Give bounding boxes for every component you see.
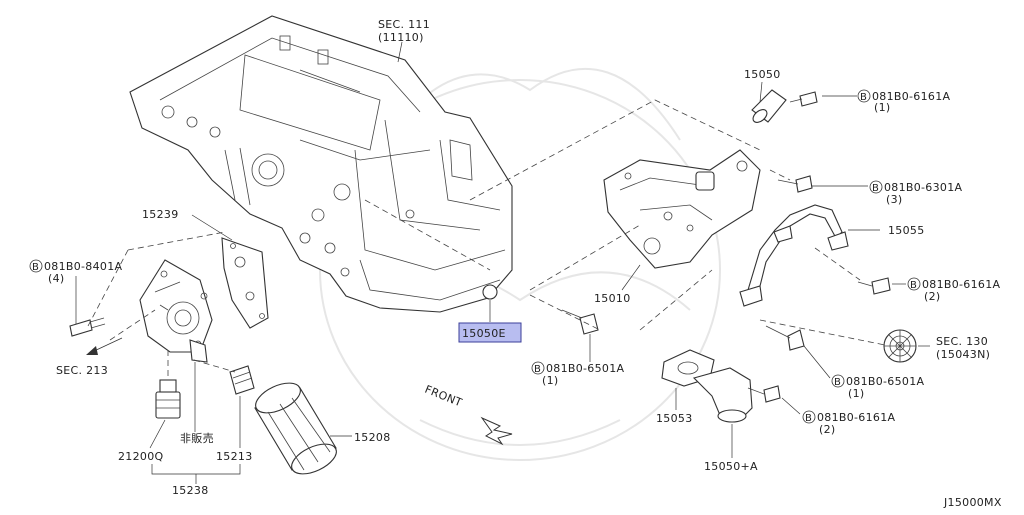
label-15239[interactable]: 15239 xyxy=(142,208,179,221)
svg-text:B: B xyxy=(910,280,917,291)
svg-text:B: B xyxy=(805,413,812,424)
label-15055[interactable]: 15055 xyxy=(888,224,925,237)
fitting-15050-illustration xyxy=(751,89,787,123)
label-21200q[interactable]: 21200Q xyxy=(118,450,163,463)
label-081b0-6301a-qty: (3) xyxy=(886,193,902,206)
label-15213[interactable]: 15213 xyxy=(216,450,253,463)
label-sec130-ref: (15043N) xyxy=(936,348,990,361)
label-15053[interactable]: 15053 xyxy=(656,412,693,425)
sec213-arrow xyxy=(86,337,123,355)
label-081b0-6501a-center-qty: (1) xyxy=(542,374,558,387)
front-label: FRONT xyxy=(423,383,464,410)
o-ring-15050e-illustration xyxy=(482,284,498,300)
strainer-15050a-illustration xyxy=(692,367,753,423)
label-sec111[interactable]: SEC. 111 xyxy=(378,18,430,31)
label-sec111-ref: (11110) xyxy=(378,31,424,44)
bolt-6161a-top-illustration xyxy=(789,91,818,107)
filter-bracket-illustration xyxy=(139,259,213,363)
engine-block-illustration xyxy=(129,15,513,313)
sensor-21200q-illustration xyxy=(155,379,181,419)
label-sec130[interactable]: SEC. 130 xyxy=(936,335,988,348)
label-081b0-8401a[interactable]: 081B0-8401A xyxy=(44,260,123,273)
svg-text:B: B xyxy=(872,183,879,194)
assembly-lines xyxy=(87,99,886,380)
label-081b0-6161a-top[interactable]: 081B0-6161A xyxy=(872,90,951,103)
gasket-15239-illustration xyxy=(221,237,269,329)
label-081b0-6501a-right[interactable]: 081B0-6501A xyxy=(846,375,925,388)
label-not-for-sale: 非販売 xyxy=(180,432,214,445)
bolt-6161a-bot-illustration xyxy=(747,385,781,403)
label-081b0-6301a[interactable]: 081B0-6301A xyxy=(884,181,963,194)
diagram-code: J15000MX xyxy=(943,496,1002,509)
label-081b0-6161a-mid-qty: (2) xyxy=(924,290,940,303)
sprocket-sec130-illustration xyxy=(883,329,917,363)
leader-lines xyxy=(75,41,930,484)
label-081b0-6501a-center[interactable]: 081B0-6501A xyxy=(546,362,625,375)
label-081b0-6161a-bot-qty: (2) xyxy=(819,423,835,436)
label-081b0-6501a-right-qty: (1) xyxy=(848,387,864,400)
oil-tube-15055-illustration xyxy=(739,204,849,307)
label-081b0-6161a-top-qty: (1) xyxy=(874,101,890,114)
label-15238[interactable]: 15238 xyxy=(172,484,209,497)
front-arrow-icon xyxy=(480,416,513,446)
label-15050e[interactable]: 15050E xyxy=(462,327,506,340)
bolt-symbols: B B B B B B B xyxy=(29,89,921,424)
bolt-6301a-illustration xyxy=(777,175,813,193)
bolt-8401a-illustration xyxy=(69,317,106,337)
bolt-6161a-mid-illustration xyxy=(857,277,891,295)
bolt-6501a-right-illustration xyxy=(765,325,805,351)
label-081b0-8401a-qty: (4) xyxy=(48,272,64,285)
label-081b0-6161a-mid[interactable]: 081B0-6161A xyxy=(922,278,1001,291)
oil-pump-15010-illustration xyxy=(603,149,761,269)
label-sec213[interactable]: SEC. 213 xyxy=(56,364,108,377)
highlighted-part-box[interactable] xyxy=(458,322,522,343)
label-15050a[interactable]: 15050+A xyxy=(704,460,758,473)
svg-text:B: B xyxy=(32,262,39,273)
bolt-6501a-center-illustration xyxy=(561,309,599,335)
label-15010[interactable]: 15010 xyxy=(594,292,631,305)
svg-text:B: B xyxy=(534,364,541,375)
label-081b0-6161a-bot[interactable]: 081B0-6161A xyxy=(817,411,896,424)
label-15208[interactable]: 15208 xyxy=(354,431,391,444)
svg-text:B: B xyxy=(834,377,841,388)
oil-filter-15208-illustration xyxy=(254,382,337,475)
svg-text:B: B xyxy=(860,92,867,103)
stud-15213-illustration xyxy=(229,365,255,395)
label-15050[interactable]: 15050 xyxy=(744,68,781,81)
